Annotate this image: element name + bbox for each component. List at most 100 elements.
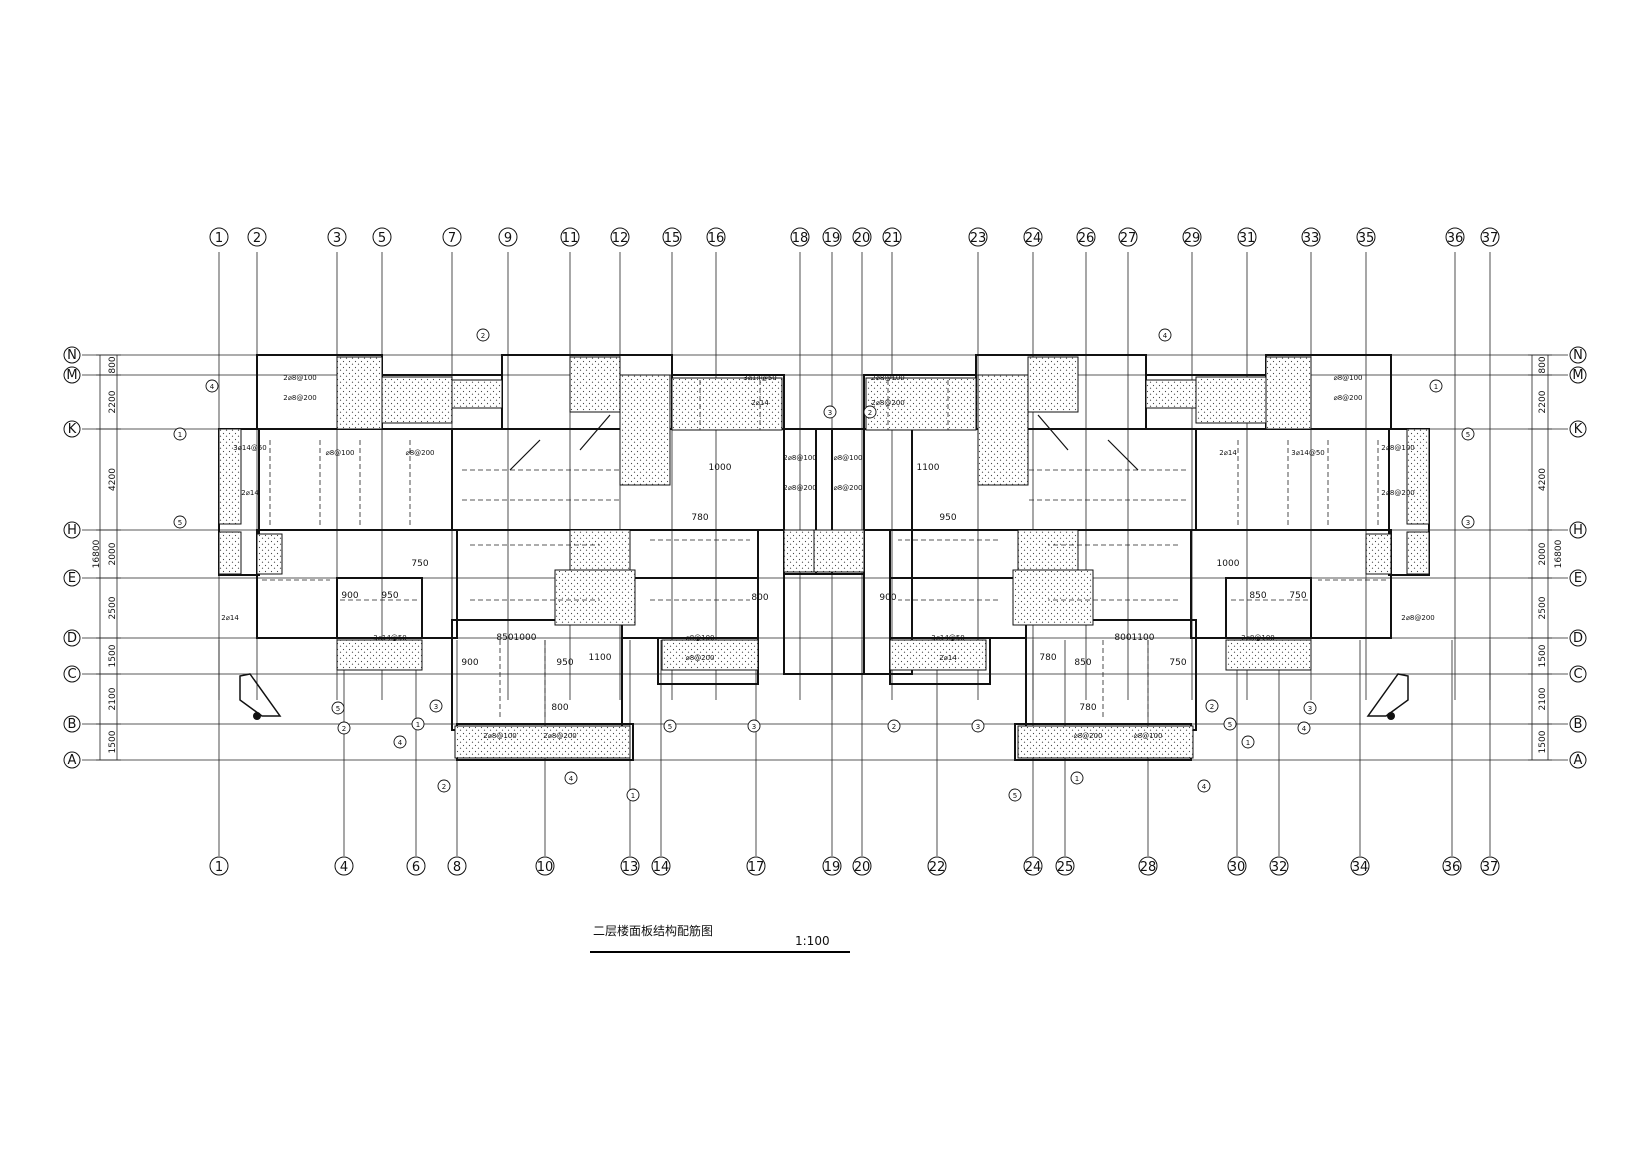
total-depth-right: 16800 <box>1554 539 1564 568</box>
dimension-value: 900 <box>461 658 478 668</box>
section-mark-label: 5 <box>1013 792 1017 800</box>
right-span-label: 2200 <box>1538 390 1548 413</box>
axis-bubble <box>1055 856 1075 876</box>
section-mark-label: 2 <box>342 725 346 733</box>
row-bubble-label: N <box>1573 348 1583 363</box>
axis-bubble <box>535 856 555 876</box>
dimension-value: 1000 <box>709 463 732 473</box>
section-mark <box>1241 735 1255 749</box>
right-span-label: 1500 <box>1538 644 1548 667</box>
dimension-value: 950 <box>556 658 573 668</box>
axis-bubble-label: 1 <box>215 231 223 246</box>
hatched-slab <box>569 356 621 413</box>
axis-bubble-label: 4 <box>340 860 348 875</box>
hatched-slab <box>865 377 977 431</box>
axis-bubble <box>1269 856 1289 876</box>
row-bubble-label: B <box>68 717 77 732</box>
stair-diagonal <box>1037 414 1069 451</box>
hatched-slab <box>977 374 1029 486</box>
section-mark-label: 2 <box>481 332 485 340</box>
axis-bubble-label: 37 <box>1482 860 1499 875</box>
axis-bubble-label: 27 <box>1120 231 1137 246</box>
left-span-label: 2000 <box>108 542 118 565</box>
row-bubble-left <box>63 569 81 587</box>
hatched-slab <box>1406 428 1430 525</box>
rebar-note: 2⌀8@200 <box>543 732 576 740</box>
section-mark-label: 3 <box>1308 705 1312 713</box>
axis-bubble-label: 36 <box>1444 860 1461 875</box>
dimension-value: 780 <box>1039 653 1056 663</box>
rebar-note: 2⌀8@200 <box>1381 489 1414 497</box>
section-mark <box>1429 379 1443 393</box>
hatched-slab <box>454 725 631 759</box>
axis-bubble-label: 12 <box>612 231 629 246</box>
section-mark <box>331 701 345 715</box>
row-bubble-left <box>63 420 81 438</box>
axis-bubble <box>927 856 947 876</box>
stair-diagonal <box>1107 439 1139 471</box>
section-mark-label: 4 <box>1163 332 1168 340</box>
section-mark-label: 2 <box>868 409 872 417</box>
row-bubble-label: E <box>68 571 76 586</box>
axis-bubble-label: 20 <box>854 860 871 875</box>
axis-bubble-label: 19 <box>824 860 841 875</box>
axis-bubble-label: 36 <box>1447 231 1464 246</box>
left-span-label: 800 <box>108 356 118 373</box>
section-mark-label: 4 <box>1302 725 1307 733</box>
hatched-slab <box>1225 639 1312 671</box>
rebar-note: 2⌀14 <box>241 489 259 497</box>
row-bubble-label: H <box>1573 523 1583 538</box>
section-mark-label: 3 <box>434 703 438 711</box>
rebar-note: 2⌀8@200 <box>1401 614 1434 622</box>
section-mark <box>863 405 877 419</box>
section-mark <box>1158 328 1172 342</box>
hatched-slab <box>889 639 987 671</box>
rebar-note: 2⌀8@200 <box>783 484 816 492</box>
total-depth-left: 16800 <box>92 539 102 568</box>
rebar-note: 2⌀14 <box>939 654 957 662</box>
dimension-value: 750 <box>1169 658 1186 668</box>
axis-bubble <box>1480 227 1500 247</box>
wall-outline <box>1190 529 1392 639</box>
stair-diagonal <box>509 439 541 471</box>
dimension-value: 1100 <box>1132 633 1155 643</box>
dimension-value: 780 <box>1079 703 1096 713</box>
axis-bubble <box>852 227 872 247</box>
axis-bubble <box>327 227 347 247</box>
axis-bubble-label: 13 <box>622 860 639 875</box>
right-span-label: 2000 <box>1538 542 1548 565</box>
axis-bubble <box>372 227 392 247</box>
wall-outline <box>1225 577 1312 639</box>
section-mark-label: 5 <box>336 705 340 713</box>
section-mark <box>1223 717 1237 731</box>
dimension-value: 750 <box>1289 591 1306 601</box>
section-mark <box>1205 699 1219 713</box>
row-bubble-label: E <box>1574 571 1582 586</box>
dimension-value: 900 <box>879 593 896 603</box>
rebar-note: ⌀8@100 <box>325 449 354 457</box>
axis-bubble-label: 35 <box>1358 231 1375 246</box>
axis-bubble <box>1182 227 1202 247</box>
section-mark <box>205 379 219 393</box>
axis-bubble <box>610 227 630 247</box>
axis-bubble <box>209 227 229 247</box>
wall-outline <box>889 529 1027 579</box>
hatched-slab <box>1012 569 1094 626</box>
section-mark <box>1197 779 1211 793</box>
hatched-slab-zones <box>218 356 1430 759</box>
axis-bubble <box>247 227 267 247</box>
section-mark <box>823 405 837 419</box>
axis-bubble <box>1023 856 1043 876</box>
section-mark-label: 4 <box>1202 783 1207 791</box>
axis-bubble <box>1076 227 1096 247</box>
axis-bubble <box>882 227 902 247</box>
row-bubble-left <box>63 629 81 647</box>
axis-bubble-label: 18 <box>792 231 809 246</box>
wall-outline <box>256 529 458 639</box>
row-bubble-label: H <box>67 523 77 538</box>
right-span-label: 800 <box>1538 356 1548 373</box>
row-bubble-label: B <box>1574 717 1583 732</box>
